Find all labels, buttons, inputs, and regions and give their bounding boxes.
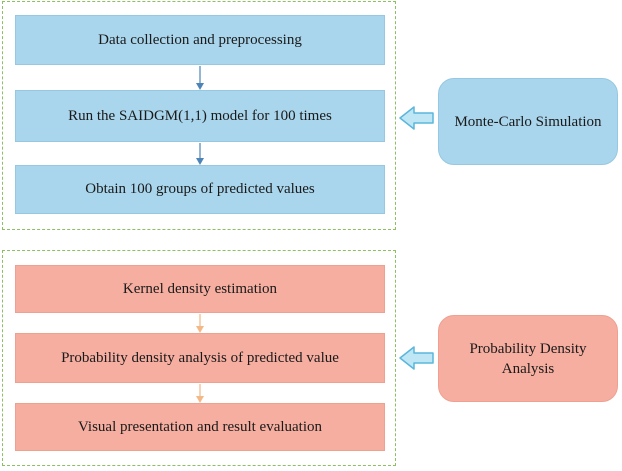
probability-density-group-frame	[2, 250, 396, 466]
arrow-monte-carlo-to-model	[399, 106, 434, 130]
step-run-model: Run the SAIDGM(1,1) model for 100 times	[15, 90, 385, 142]
step-data-collection: Data collection and preprocessing	[15, 15, 385, 65]
monte-carlo-simulation-box: Monte-Carlo Simulation	[438, 78, 618, 165]
step-obtain-predictions: Obtain 100 groups of predicted values	[15, 165, 385, 214]
step-kernel-density: Kernel density estimation	[15, 265, 385, 313]
step-density-analysis: Probability density analysis of predicte…	[15, 333, 385, 383]
arrow-probability-to-analysis	[399, 346, 434, 370]
probability-density-analysis-box: Probability Density Analysis	[438, 315, 618, 402]
monte-carlo-group-frame	[2, 1, 396, 230]
step-visual-presentation: Visual presentation and result evaluatio…	[15, 403, 385, 451]
